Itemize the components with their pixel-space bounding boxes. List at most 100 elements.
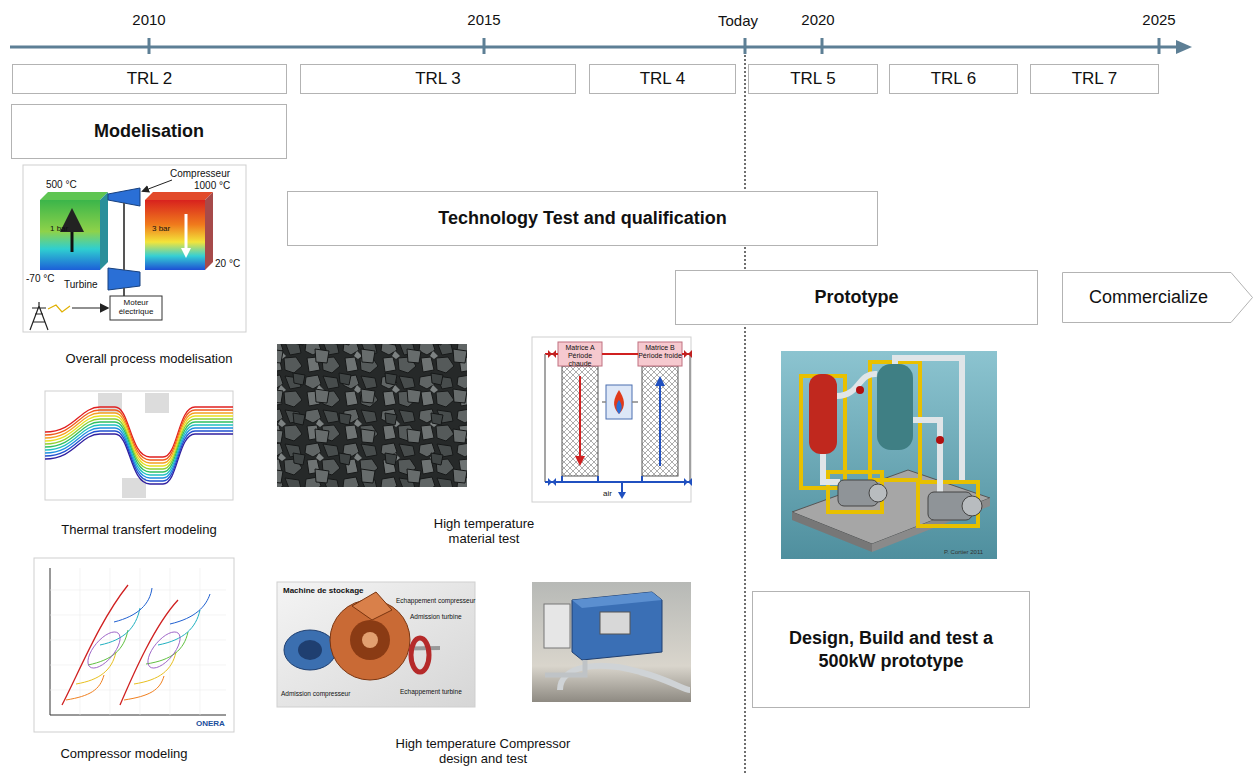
pressure-label: 3 bar: [152, 224, 170, 233]
goal-box: Design, Build and test a 500kW prototype: [752, 591, 1030, 708]
thermal-flow-image: [45, 416, 233, 466]
node-text: Commercialize: [1089, 286, 1208, 309]
compressor-cad-render: [350, 620, 390, 660]
today-divider: [744, 55, 745, 774]
storage-test-schematic: [545, 354, 690, 482]
thermal-flow-image: [45, 391, 233, 500]
test-bench-photo: [572, 592, 662, 608]
part-label: Admission compresseur: [281, 690, 350, 697]
prototype-3d-render: [870, 362, 920, 480]
pressure-label: 1 bar: [50, 224, 68, 233]
compressor-map-chart: [124, 676, 164, 700]
process-schematic: [185, 214, 188, 250]
timeline-axis: [1176, 40, 1192, 54]
gravel-photo: [277, 344, 467, 487]
thermal-flow-image: [45, 425, 233, 475]
storage-test-schematic: [655, 376, 665, 386]
phase-box: Technology Test and qualification: [287, 191, 878, 246]
part-label: Turbine: [64, 279, 98, 291]
compressor-cad-render: [298, 640, 322, 660]
trl-box: TRL 7: [1030, 64, 1159, 94]
node-text: Prototype: [814, 286, 898, 309]
storage-test-schematic: [638, 342, 682, 366]
process-schematic: [30, 302, 48, 330]
compressor-cad-render: [411, 638, 429, 672]
image-caption: Thermal transfert modeling: [24, 523, 254, 538]
storage-test-schematic: [616, 400, 621, 414]
compressor-cad-render: [362, 632, 378, 648]
process-schematic: [145, 192, 213, 200]
part-label: Moteur électrique: [111, 298, 161, 316]
trl-box: TRL 2: [12, 64, 287, 94]
test-bench-photo: [532, 582, 691, 702]
storage-test-schematic: [548, 350, 556, 358]
process-schematic: [145, 200, 205, 270]
process-schematic: [23, 165, 246, 332]
process-schematic: [40, 192, 108, 200]
compressor-cad-render: [352, 592, 392, 620]
year-label: 2010: [119, 11, 179, 28]
process-schematic: [110, 296, 162, 320]
prototype-3d-render: [781, 351, 997, 559]
compressor-map-chart: [120, 600, 178, 705]
gravel-photo: [277, 344, 467, 487]
prototype-3d-render: [809, 374, 837, 454]
trl-box: TRL 6: [889, 64, 1018, 94]
image-caption: High temperature Compressor design and t…: [394, 737, 572, 767]
compressor-cad-render: [284, 630, 336, 670]
prototype-3d-render: [781, 351, 997, 559]
prototype-3d-render: [936, 436, 944, 444]
storage-test-schematic: [614, 390, 624, 414]
matrix-label: Matrice A Période chaude: [558, 344, 602, 368]
prototype-3d-render: [962, 496, 982, 516]
node-text: TRL 2: [127, 68, 173, 89]
temperature-label: 500 °C: [46, 179, 77, 191]
thermal-flow-image: [45, 422, 233, 472]
timeline-axis: [744, 38, 747, 54]
storage-test-schematic: [684, 478, 692, 486]
timeline-axis: [821, 38, 824, 54]
thermal-flow-image: [45, 391, 233, 500]
compressor-map-chart: [50, 568, 226, 715]
temperature-label: 1000 °C: [194, 180, 230, 192]
timeline-axis: [1158, 38, 1161, 54]
process-schematic: [123, 203, 125, 270]
thermal-flow-image: [45, 410, 233, 460]
phase-box: Prototype: [675, 270, 1038, 325]
test-bench-photo: [572, 592, 662, 660]
year-label: 2015: [454, 11, 514, 28]
node-text: TRL 7: [1072, 68, 1118, 89]
process-schematic: [123, 288, 125, 296]
arrow-outline: [1063, 273, 1253, 323]
prototype-3d-render: [823, 454, 840, 482]
storage-test-schematic: [545, 476, 690, 482]
thermal-flow-image: [145, 393, 169, 413]
trl-box: TRL 3: [300, 64, 576, 94]
test-bench-photo: [560, 666, 690, 690]
process-schematic: [143, 180, 172, 191]
year-label: 2020: [788, 11, 848, 28]
prototype-3d-render: [856, 386, 864, 394]
prototype-3d-render: [869, 484, 887, 502]
thermal-flow-image: [45, 431, 233, 481]
prototype-3d-render: [877, 364, 913, 450]
test-bench-photo: [532, 582, 691, 702]
storage-test-schematic: [548, 478, 556, 486]
process-schematic: [205, 192, 213, 270]
trl-box: TRL 5: [748, 64, 878, 94]
part-label: Compresseur: [170, 168, 230, 180]
node-text: Technology Test and qualification: [438, 207, 726, 230]
part-label: Echappement compresseur: [396, 597, 476, 604]
process-schematic: [48, 305, 70, 312]
storage-test-schematic: [562, 366, 598, 476]
thermal-flow-image: [45, 413, 233, 463]
storage-test-schematic: [659, 384, 661, 466]
node-text: TRL 6: [931, 68, 977, 89]
image-caption: High temperature material test: [414, 517, 554, 547]
storage-test-schematic: [532, 337, 692, 502]
process-schematic: [100, 192, 108, 270]
compressor-map-chart: [62, 585, 128, 705]
phase-box: Modelisation: [11, 104, 287, 159]
gravel-photo: [277, 344, 467, 487]
